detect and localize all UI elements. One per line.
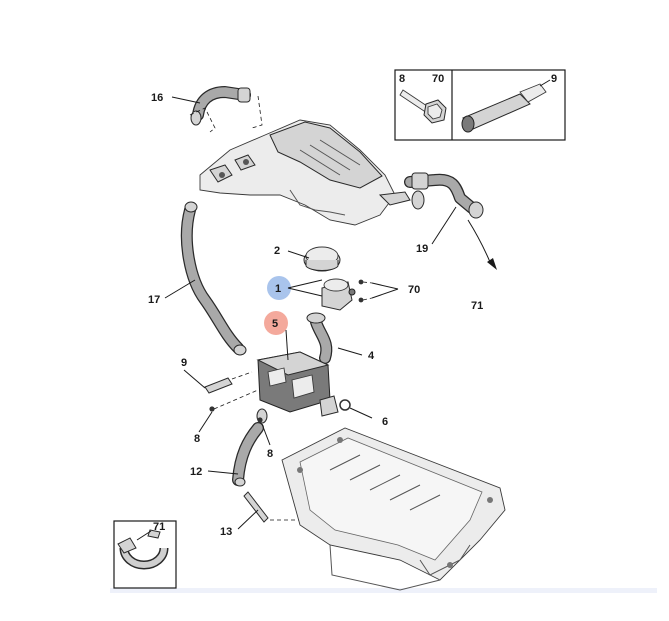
leader-lines (164, 96, 457, 530)
callout-6: 6 (382, 416, 388, 428)
panel-bottom-edge (110, 588, 657, 593)
callout-19: 19 (416, 243, 428, 255)
upper-manifold-drawing (199, 119, 411, 226)
callout-8-right: 8 (267, 448, 273, 460)
fastener-inset: 8 70 9 (394, 69, 566, 141)
highlight-callout-5 (264, 311, 288, 335)
callout-4: 4 (368, 350, 375, 362)
callout-1: 1 (275, 283, 281, 295)
callout-70: 70 (408, 284, 420, 296)
hose-17-drawing (180, 201, 247, 356)
callout-71: 71 (471, 300, 483, 312)
callout-17: 17 (148, 294, 160, 306)
bolt-8b-drawing (257, 417, 263, 423)
filler-neck-drawing (321, 278, 356, 311)
clamp-inset: 71 (113, 520, 177, 589)
callout-2: 2 (274, 245, 280, 257)
callout-8-left: 8 (194, 433, 200, 445)
filler-cap-drawing (303, 246, 341, 272)
callout-12: 12 (190, 466, 202, 478)
callout-16: 16 (151, 92, 163, 104)
inset-label-71: 71 (153, 521, 165, 533)
callout-9: 9 (181, 357, 187, 369)
inset-label-70: 70 (432, 73, 444, 85)
inset-label-9: 9 (551, 73, 557, 85)
highlight-callout-1 (267, 276, 291, 300)
tube-13-drawing (243, 491, 269, 523)
bolt-8a-drawing (209, 406, 215, 412)
callout-13: 13 (220, 526, 232, 538)
bolt-drawing (399, 89, 447, 124)
stud-drawing (461, 79, 551, 133)
hose-4-drawing (306, 312, 333, 364)
stud-9-drawing (204, 377, 233, 394)
pipe-12-drawing (232, 422, 264, 487)
hose-19-drawing (404, 172, 484, 219)
inset-label-8: 8 (399, 73, 405, 85)
oil-pan-drawing (281, 427, 506, 591)
callout-5: 5 (272, 318, 278, 330)
oil-separator-drawing (256, 351, 339, 424)
